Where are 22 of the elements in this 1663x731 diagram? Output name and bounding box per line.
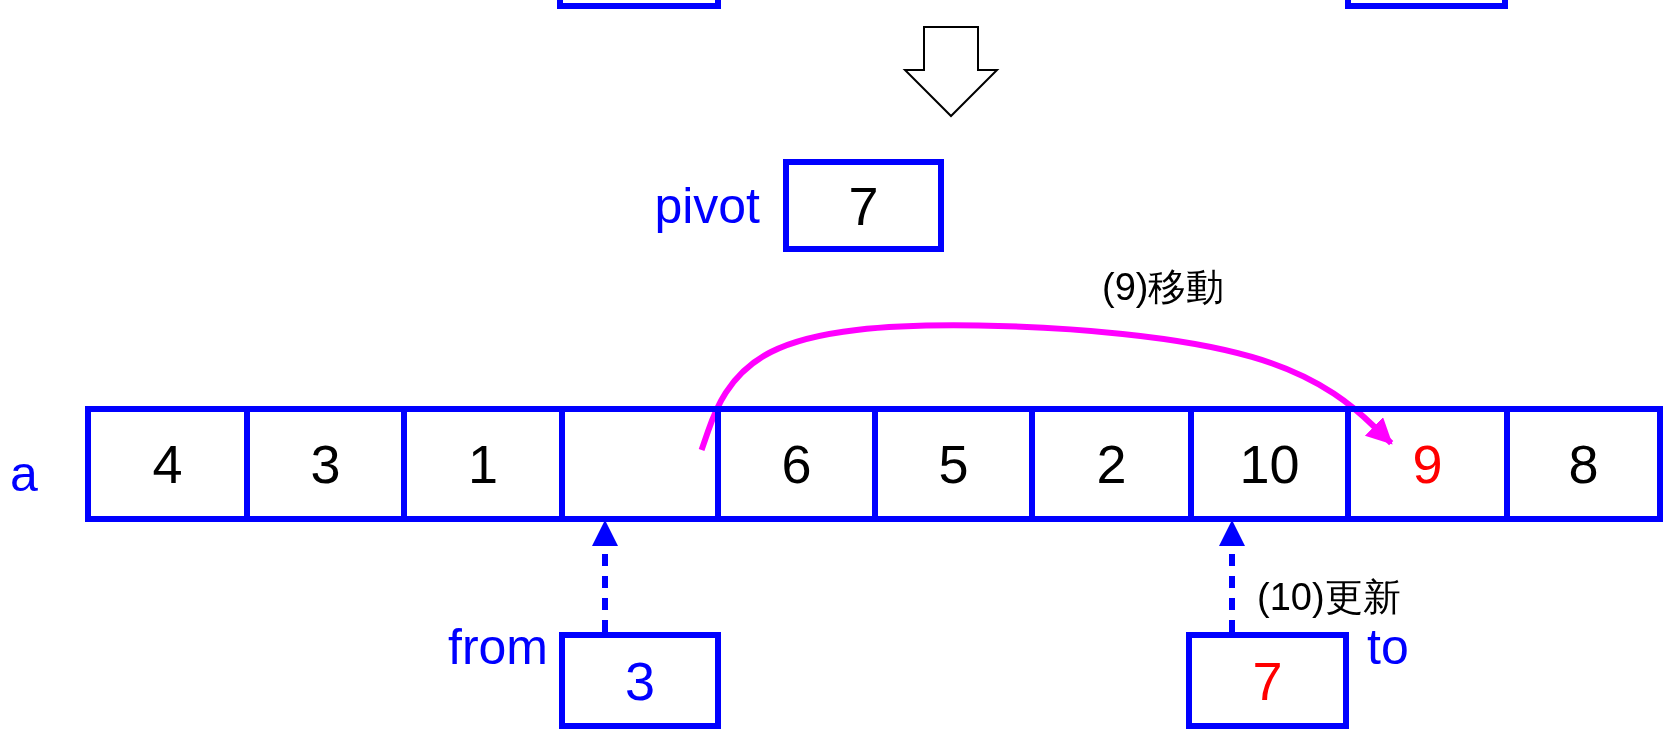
- arrow: [698, 322, 1394, 452]
- value-text: 3: [310, 437, 341, 491]
- value-text: 1: [467, 437, 498, 491]
- array-name: a: [10, 449, 39, 499]
- value-text: 7: [848, 178, 879, 233]
- value-text: 5: [938, 437, 969, 491]
- variable-name: to: [1367, 622, 1410, 672]
- value-text: 2: [1096, 437, 1127, 491]
- value-text: 10: [1239, 437, 1300, 491]
- value-text: 4: [152, 437, 183, 491]
- variable-box: [559, 632, 721, 729]
- variable-box: [1186, 632, 1349, 729]
- value-text: 9: [1412, 437, 1443, 491]
- value-text: 7: [1252, 653, 1283, 708]
- variable-name: from: [447, 622, 548, 672]
- arrow: [1219, 520, 1245, 632]
- value-text: 8: [1568, 437, 1599, 491]
- arrow: [592, 520, 618, 632]
- value-text: 3: [624, 653, 655, 708]
- variable-name: pivot: [653, 181, 760, 231]
- pivot-box: [783, 159, 944, 252]
- value-text: 6: [781, 437, 812, 491]
